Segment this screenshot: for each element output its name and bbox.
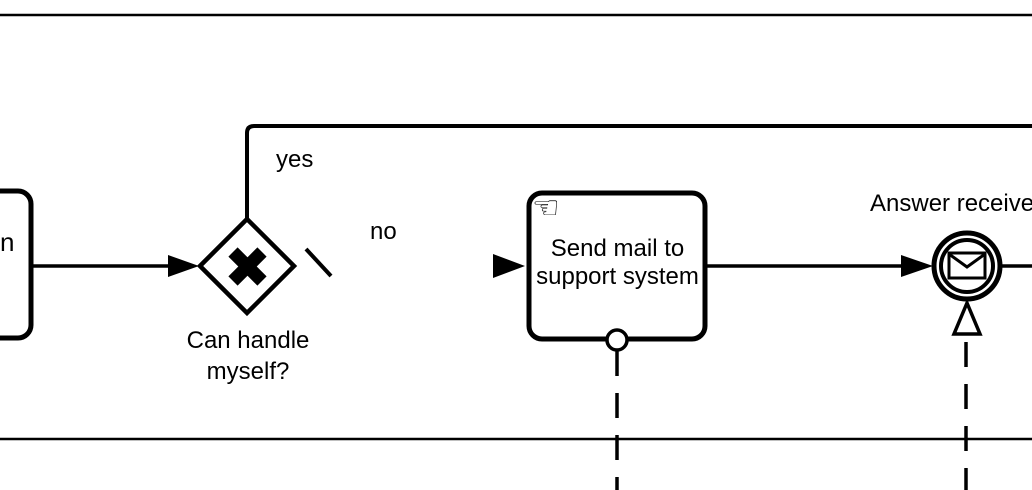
message-flow-source-circle — [605, 328, 629, 352]
manual-task-hand-icon: ☜ — [532, 190, 560, 226]
arrowhead-into-event — [901, 255, 933, 277]
yes-flow-label: yes — [276, 146, 314, 173]
arrowhead-into-task — [493, 254, 525, 278]
message-event-label: Answer received — [870, 190, 1032, 217]
message-envelope-flap — [948, 252, 986, 269]
no-flow-label: no — [370, 218, 397, 245]
sequence-flow-yes — [245, 124, 1032, 219]
left-task-shape — [0, 188, 34, 341]
gateway-label: Can handle myself? — [186, 327, 310, 385]
arrowhead-into-gateway — [168, 255, 199, 277]
manual-task-label: Send mail to support system — [536, 235, 699, 290]
message-flow-open-arrowhead — [951, 298, 983, 336]
default-flow-slash-marker — [304, 247, 333, 278]
gateway-x-marker-icon — [228, 247, 267, 286]
left-task-label-fragment: n — [0, 227, 15, 257]
